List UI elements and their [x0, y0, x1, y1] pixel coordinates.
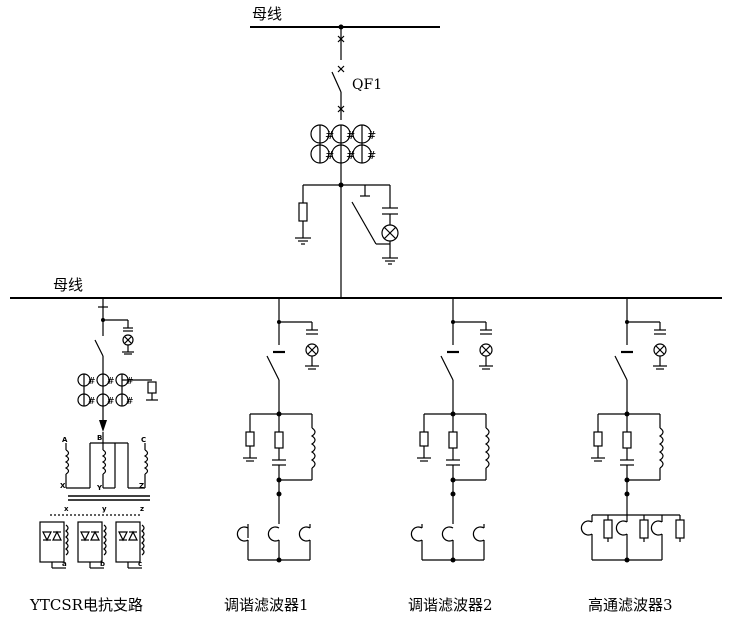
thyristor-group-a: a: [39, 521, 69, 569]
terminal-Y: Y: [96, 484, 103, 492]
ct-mark: #: [88, 397, 96, 407]
terminal-a: a: [62, 560, 67, 568]
ct-mark: #: [107, 397, 115, 407]
ct-mark: #: [346, 129, 355, 142]
branch-filter3-label: 高通滤波器3: [588, 596, 673, 614]
top-bus-label: 母线: [252, 5, 282, 23]
branch-filter1-label: 调谐滤波器1: [224, 596, 309, 614]
branch-filter3: 高通滤波器3: [580, 298, 685, 614]
breaker-label: QF1: [352, 77, 382, 93]
ct-mark: #: [107, 377, 115, 387]
ct-mark: #: [367, 149, 376, 162]
terminal-b: b: [100, 560, 105, 568]
branch-filter1: 调谐滤波器1: [224, 298, 319, 614]
thyristor-group-b: b: [77, 521, 107, 569]
incoming-feeder: QF1: [331, 24, 382, 120]
ct-mark: #: [346, 149, 355, 162]
branch-ytcsr: # # # # # # A B C X Y Z: [29, 298, 158, 614]
ct-mark: #: [325, 129, 334, 142]
top-accessories: [295, 163, 399, 298]
terminal-X: X: [60, 482, 66, 490]
terminal-A: A: [62, 436, 68, 444]
ct-mark: #: [88, 377, 96, 387]
terminal-z: z: [140, 505, 144, 513]
thyristor-group-c: c: [115, 521, 145, 569]
top-bus: 母线: [250, 5, 440, 28]
terminal-y: y: [102, 505, 107, 513]
terminal-B: B: [97, 434, 102, 442]
branch-filter2-label: 调谐滤波器2: [408, 596, 493, 614]
terminal-C: C: [141, 436, 146, 444]
terminal-c: c: [138, 560, 142, 568]
main-bus: 母线: [10, 276, 722, 299]
ct-mark: #: [126, 377, 134, 387]
terminal-Z: Z: [139, 482, 144, 490]
branch-ytcsr-label: YTCSR电抗支路: [29, 596, 143, 614]
branch-filter2: 调谐滤波器2: [408, 298, 493, 614]
ct-mark: #: [126, 397, 134, 407]
ct-mark: #: [367, 129, 376, 142]
main-bus-label: 母线: [53, 276, 83, 294]
ct-mark: #: [325, 149, 334, 162]
terminal-x: x: [64, 505, 69, 513]
current-transformers-top: # # # # # #: [310, 124, 376, 164]
